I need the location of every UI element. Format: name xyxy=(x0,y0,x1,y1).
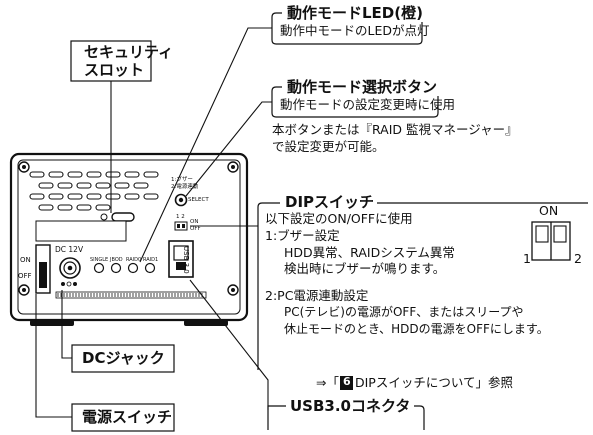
vent-slot xyxy=(143,171,159,178)
vent-slot xyxy=(143,193,159,200)
panel-dip-switch[interactable] xyxy=(174,221,188,231)
panel-off-label: OFF xyxy=(18,272,32,280)
dip-item2-line1: PC(テレビ)の電源がOFF、またはスリープや xyxy=(284,305,524,319)
vent-slot xyxy=(95,204,111,211)
vent-slot xyxy=(67,193,83,200)
select-button[interactable] xyxy=(174,193,188,207)
dip-item1-title: 1:ブザー設定 xyxy=(265,228,340,243)
vent-slot xyxy=(105,171,121,178)
panel-dc-label: DC 12V xyxy=(55,245,84,254)
vent-slot xyxy=(67,171,83,178)
mode-button-note-line2: で設定変更が可能。 xyxy=(272,139,385,154)
dip-switch-illustration xyxy=(531,221,571,261)
security-slot-title-line1: セキュリティ xyxy=(84,43,174,61)
vent-slot xyxy=(48,171,64,178)
panel-usb-label: USB 3.0 xyxy=(182,246,190,274)
mode-led-desc: 動作中モードのLEDが点灯 xyxy=(280,23,430,38)
panel-led-label-jbod: JBOD xyxy=(110,257,123,263)
dip-illustration-num1: 1 xyxy=(523,251,531,266)
power-switch-label: 電源スイッチ xyxy=(82,408,173,426)
label-recess xyxy=(35,220,127,242)
dip-ref-text: DIPスイッチについて」参照 xyxy=(355,375,513,390)
leader-lines xyxy=(35,27,272,418)
dc-jack-callout-box xyxy=(71,344,175,373)
panel-led-label-raid1: RAID1 xyxy=(143,257,159,263)
dip-illustration-num2: 2 xyxy=(574,251,582,266)
screw-icons xyxy=(18,161,239,296)
mode-leds xyxy=(93,262,156,274)
panel-led-label-raid0: RAID0 xyxy=(126,257,142,263)
vent-slot xyxy=(114,182,130,189)
lock-icon xyxy=(100,213,108,221)
panel-dip-on: ON xyxy=(190,219,199,225)
panel-select-label: SELECT xyxy=(188,197,209,203)
dip-item2-title: 2:PC電源連動設定 xyxy=(265,288,369,303)
dip-item1-line1: HDD異常、RAIDシステム異常 xyxy=(284,245,455,260)
dc-jack-label: DCジャック xyxy=(82,349,165,367)
mode-button-desc: 動作モードの設定変更時に使用 xyxy=(280,97,456,112)
dc-jack[interactable] xyxy=(59,257,81,279)
panel-on-label: ON xyxy=(20,256,31,264)
vent-slot xyxy=(124,171,140,178)
power-switch[interactable] xyxy=(35,244,51,294)
vent-slot xyxy=(29,193,45,200)
security-slot-title-line2: スロット xyxy=(84,61,145,79)
dip-switch-callout-bracket xyxy=(257,202,263,370)
dip-switch-intro: 以下設定のON/OFFに使用 xyxy=(265,211,413,226)
vent-slot xyxy=(38,182,54,189)
vent-slot xyxy=(124,193,140,200)
dip-switch-title: DIPスイッチ xyxy=(282,193,378,212)
vent-slot xyxy=(86,171,102,178)
mode-button-note-line1: 本ボタンまたは『RAID 監視マネージャー』 xyxy=(272,122,518,137)
usb-connector-label: USB3.0コネクタ xyxy=(286,397,415,416)
vent-slot xyxy=(38,204,54,211)
dip-ref-prefix: ⇒「 xyxy=(316,375,339,390)
power-switch-callout-box xyxy=(71,403,175,432)
panel-dip-off: OFF xyxy=(190,226,201,232)
vent-slot xyxy=(48,193,64,200)
bottom-grille xyxy=(57,293,203,297)
security-slot xyxy=(111,212,135,222)
ref-number-badge xyxy=(340,376,353,390)
dip-item2-line2: 休止モードのとき、HDDの電源をOFFにします。 xyxy=(284,322,549,336)
panel-buzzer-label2: 2:電源連動 xyxy=(171,184,199,190)
panel-led-label-single: SINGLE xyxy=(90,257,109,263)
security-slot-callout-box xyxy=(70,40,152,82)
panel-dip-12: 1 2 xyxy=(176,214,185,220)
vent-slot xyxy=(57,204,73,211)
mode-led-title: 動作モードLED(橙) xyxy=(283,4,427,23)
vent-slot xyxy=(133,182,149,189)
dip-illustration-on: ON xyxy=(539,203,559,218)
vent-slot xyxy=(95,182,111,189)
vent-slot xyxy=(29,171,45,178)
vent-slot xyxy=(105,193,121,200)
mode-button-title: 動作モード選択ボタン xyxy=(283,78,442,97)
enclosure xyxy=(9,152,249,326)
panel-buzzer-label1: 1:ブザー xyxy=(171,177,193,183)
vent-slot xyxy=(57,182,73,189)
dc-polarity-icon xyxy=(61,281,77,287)
foot-right xyxy=(184,320,228,326)
dip-item1-line2: 検出時にブザーが鳴ります。 xyxy=(284,261,446,276)
usb-connector[interactable] xyxy=(168,240,194,278)
dip-ref-number: 6 xyxy=(343,375,351,388)
vent-slot xyxy=(86,193,102,200)
vent-slots xyxy=(29,171,159,211)
vent-slot xyxy=(76,204,92,211)
vent-slot xyxy=(76,182,92,189)
foot-left xyxy=(30,320,74,326)
